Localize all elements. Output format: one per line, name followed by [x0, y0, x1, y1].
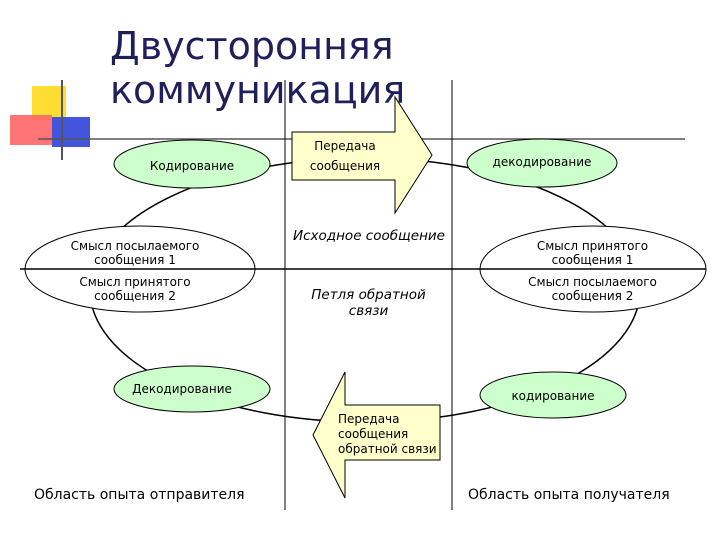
- feedback-arrow: [312, 371, 441, 499]
- label-encoding-receiver: кодирование: [511, 389, 595, 403]
- label-sender-region: Область опыта отправителя: [34, 487, 245, 503]
- label-forward-line1: Передача: [314, 139, 376, 153]
- node-encoding-sender: [113, 139, 271, 189]
- label-receiver-region: Область опыта получателя: [468, 487, 670, 503]
- label-feedback-loop: Петля обратной связи: [311, 287, 426, 319]
- node-decoding-receiver: [466, 138, 618, 188]
- label-meaning-sent-receiver: Смысл посылаемого сообщения 2: [528, 275, 657, 303]
- label-meaning-sent-sender: Смысл посылаемого сообщения 1: [70, 239, 200, 267]
- label-backward-line3: обратной связи: [338, 442, 437, 456]
- label-backward-line2: сообщения: [338, 427, 409, 441]
- label-backward-line1: Передача: [338, 412, 400, 426]
- node-decoding-sender: [113, 365, 271, 413]
- page-title: Двусторонняя коммуникация: [110, 24, 406, 112]
- forward-arrow: [291, 95, 433, 215]
- label-decoding-sender: Декодирование: [132, 382, 232, 396]
- label-original-message: Исходное сообщение: [293, 228, 445, 244]
- deco-red-square: [10, 115, 52, 145]
- decorative-squares: [10, 80, 90, 160]
- label-meaning-received-sender: Смысл принятого сообщения 2: [79, 275, 191, 303]
- deco-blue-square: [52, 117, 90, 147]
- label-meaning-received-receiver: Смысл принятого сообщения 1: [536, 239, 649, 267]
- label-forward-line2: сообщения: [309, 159, 381, 173]
- label-encoding-sender: Кодирование: [149, 159, 235, 173]
- label-decoding-receiver: декодирование: [492, 155, 592, 169]
- deco-yellow-square: [32, 86, 66, 120]
- node-encoding-receiver: [479, 371, 627, 419]
